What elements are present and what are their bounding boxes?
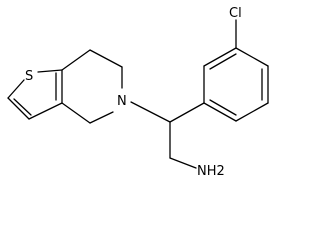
canvas-background (0, 0, 276, 199)
bond-ar5-ar6 (235, 102, 269, 122)
bond-ch2-nh2 (169, 157, 197, 169)
bond-n5-ch (130, 101, 171, 123)
bond-ar6-ar1-double (209, 99, 237, 116)
chlorine-label: Cl (229, 6, 242, 21)
nitrogen-label: N (117, 94, 127, 109)
piperidine-ring (61, 49, 123, 124)
thiophene-ring (7, 69, 63, 120)
bond-c2-c3-double (13, 98, 32, 116)
bond-ar6-ar1 (203, 102, 237, 122)
bond-s-c2 (7, 79, 25, 99)
sulfur-label: S (25, 69, 33, 84)
side-chain (130, 101, 205, 169)
bond-c7-c6 (89, 49, 123, 68)
bond-ch-aryl (169, 102, 205, 123)
bond-c4-c3a (61, 102, 91, 124)
bond-c2-c3 (7, 97, 30, 120)
bond-c7a-s (37, 69, 63, 73)
bond-ar2-ar3-double (209, 53, 237, 70)
amine-label: NH2 (197, 164, 225, 179)
benzene-ring (203, 19, 269, 122)
bond-ar3-ar4 (235, 47, 269, 67)
bond-ar2-ar3 (203, 47, 237, 67)
bond-n5-c4 (89, 111, 114, 124)
bond-c3-c3a (28, 102, 63, 120)
bond-c7a-c7 (61, 49, 91, 71)
chemical-structure: S N Cl NH2 (0, 0, 276, 199)
